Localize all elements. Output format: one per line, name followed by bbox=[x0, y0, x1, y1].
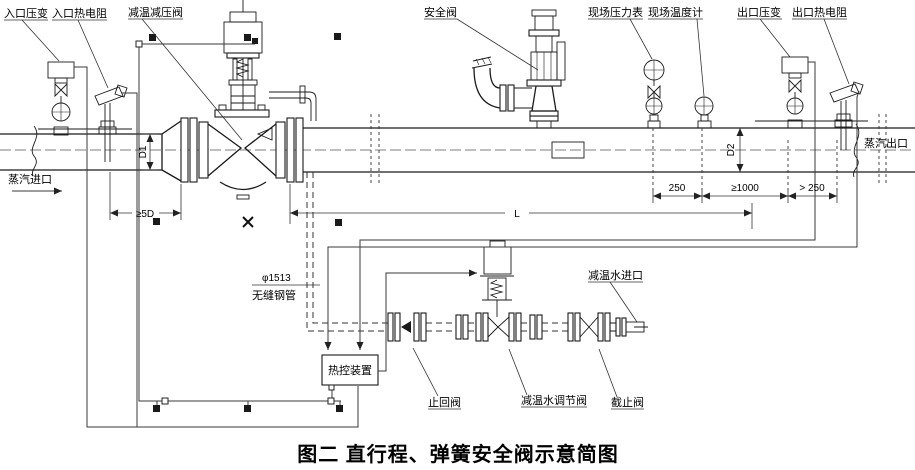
control-unit: 热控装置 bbox=[321, 354, 379, 386]
safety-valve bbox=[471, 9, 566, 129]
rtd-probe bbox=[104, 103, 111, 162]
label-steam-inlet: 蒸汽进口 bbox=[8, 172, 52, 186]
check-valve bbox=[387, 312, 427, 342]
valve-drain bbox=[236, 194, 250, 200]
wire-outlet-rtd bbox=[324, 90, 860, 350]
label-outlet-rtd: 出口热电阻 bbox=[792, 5, 847, 19]
dim-d1: D1 bbox=[138, 145, 149, 158]
labels: 入口压变 入口热电阻 减温减压阀 安全阀 现场压力表 现场温度计 出口压变 出口… bbox=[4, 5, 908, 410]
label-safety-valve: 安全阀 bbox=[424, 5, 457, 19]
label-pipe-spec-type: 无缝钢管 bbox=[252, 288, 296, 302]
dim-1000: ≥1000 bbox=[731, 183, 759, 194]
reducing-valve bbox=[180, 0, 317, 200]
inlet-reducer bbox=[161, 120, 182, 182]
control-unit-label: 热控装置 bbox=[328, 363, 372, 377]
bonnet-flange bbox=[214, 109, 270, 118]
label-inlet-rtd: 入口热电阻 bbox=[52, 7, 107, 20]
local-pressure-gauge bbox=[643, 59, 665, 129]
dimensions: D1 D2 ≥5D L 250 ≥1000 > 250 bbox=[109, 128, 838, 229]
flow-arrow-glyph bbox=[256, 127, 273, 141]
label-reducing-valve: 减温减压阀 bbox=[128, 5, 183, 19]
pipework bbox=[0, 114, 915, 186]
control-unit-box bbox=[321, 354, 379, 386]
dim-l: L bbox=[514, 209, 520, 220]
dim-250: 250 bbox=[669, 183, 686, 194]
balance-pipe bbox=[269, 91, 317, 121]
transmitter-head bbox=[47, 61, 75, 79]
signal-wiring bbox=[74, 38, 860, 428]
wire-inlet-pt bbox=[74, 66, 359, 428]
label-inlet-pressure-transmitter: 入口压变 bbox=[4, 6, 48, 20]
dim-5d: ≥5D bbox=[136, 209, 154, 220]
lever-plate bbox=[556, 41, 566, 81]
label-outlet-pressure-transmitter: 出口压变 bbox=[737, 5, 781, 19]
transmitter-head bbox=[781, 56, 809, 74]
cv-actuator bbox=[483, 246, 512, 275]
dim-gt250: > 250 bbox=[799, 183, 825, 194]
inlet-rtd bbox=[94, 84, 128, 162]
yoke-base bbox=[228, 79, 258, 86]
anchor-markers bbox=[149, 33, 343, 412]
label-check-valve: 止回阀 bbox=[428, 395, 461, 409]
inlet-pipe bbox=[0, 133, 162, 171]
actuator-spring bbox=[235, 58, 250, 78]
actuator-cap bbox=[229, 11, 257, 23]
label-water-inlet: 减温水进口 bbox=[588, 269, 643, 282]
pipe-nameplate bbox=[551, 141, 585, 159]
figure-caption: 图二 直行程、弹簧安全阀示意简图 bbox=[297, 442, 619, 466]
wire-inlet-rtd bbox=[122, 92, 138, 427]
label-stop-valve: 截止阀 bbox=[611, 395, 644, 409]
safety-valve-body bbox=[531, 85, 557, 112]
inlet-pressure-transmitter bbox=[47, 61, 75, 136]
main-pipe bbox=[303, 127, 915, 173]
water-line bbox=[306, 172, 648, 342]
local-thermometer bbox=[694, 96, 714, 129]
outlet-pressure-transmitter bbox=[781, 56, 809, 129]
outlet-rtd bbox=[829, 81, 864, 150]
x-marker bbox=[242, 216, 254, 228]
exhaust-elbow bbox=[473, 67, 501, 109]
rtd-head bbox=[829, 83, 860, 103]
wire-valve-positioner bbox=[138, 43, 341, 402]
rtd-head bbox=[94, 86, 124, 106]
outlet-break-squiggle bbox=[853, 123, 860, 178]
label-local-thermometer: 现场温度计 bbox=[648, 5, 703, 19]
label-water-control-valve: 减温水调节阀 bbox=[521, 393, 587, 407]
dim-d2: D2 bbox=[726, 143, 737, 156]
pipe-section-breaks bbox=[370, 114, 887, 186]
valve-body bbox=[207, 123, 277, 191]
actuator-body bbox=[223, 21, 263, 54]
stop-valve bbox=[567, 312, 611, 342]
rtd-probe bbox=[840, 100, 847, 150]
label-local-pressure-gauge: 现场压力表 bbox=[588, 5, 643, 19]
wire-cv-command bbox=[378, 269, 477, 372]
inlet-break-squiggle bbox=[31, 125, 38, 177]
water-pipe-dashed bbox=[306, 172, 388, 332]
water-inlet-stub bbox=[625, 321, 645, 333]
label-pipe-spec-dia: φ1513 bbox=[262, 273, 291, 284]
water-control-valve bbox=[475, 240, 522, 342]
label-steam-outlet: 蒸汽出口 bbox=[864, 136, 908, 150]
wire-outlet-pt bbox=[356, 61, 816, 350]
